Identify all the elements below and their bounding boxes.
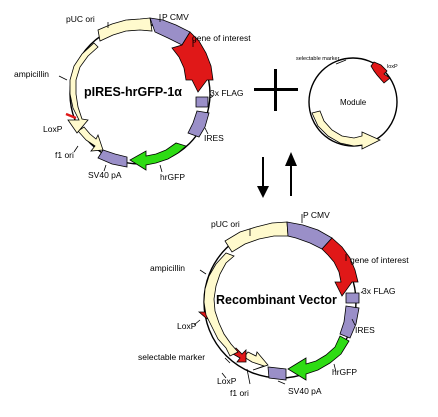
top-label-tick <box>209 95 214 99</box>
top-pcmv-segment <box>149 17 191 46</box>
top-hrgfp-label: hrGFP <box>160 172 185 182</box>
bottom-gene-of-interest-arrow <box>321 237 359 297</box>
bottom-label-tick <box>246 368 251 385</box>
top-gene-of-interest-label: gene of interest <box>192 33 251 43</box>
bottom-plasmid: pUC ori P CMV gene of interest 3x FLAG I… <box>138 210 409 398</box>
top-flag-label: 3x FLAG <box>210 88 244 98</box>
bottom-puc-ori-label: pUC ori <box>211 219 240 229</box>
top-f1-ori-arrow <box>77 126 104 152</box>
down-arrow <box>257 157 269 198</box>
module-loxp-label: loxP <box>387 64 398 70</box>
bottom-f1-ori-label: f1 ori <box>230 388 249 398</box>
bottom-sv40-segment <box>267 366 287 381</box>
top-label-tick <box>73 145 79 153</box>
plus-sign <box>254 69 298 111</box>
bottom-hrgfp-arrow <box>287 335 350 381</box>
top-puc-ori-segment <box>97 17 153 42</box>
bottom-selectable-marker-label: selectable marker <box>138 352 205 362</box>
top-ires-label: IRES <box>204 133 224 143</box>
bottom-loxp-lower-label: LoxP <box>217 376 237 386</box>
bottom-label-tick <box>221 372 227 379</box>
module-label-tick <box>335 59 347 65</box>
bottom-hrgfp-label: hrGFP <box>332 367 357 377</box>
bottom-f1-ori-arrow <box>243 351 269 371</box>
top-ampicillin-label: ampicillin <box>14 69 49 79</box>
up-arrow <box>285 152 297 196</box>
bottom-label-tick <box>193 319 201 326</box>
bottom-loxp-upper-label: LoxP <box>177 321 197 331</box>
top-label-tick <box>204 127 209 135</box>
bottom-plasmid-title: Recombinant Vector <box>216 293 337 307</box>
top-loxp-label: LoxP <box>43 124 63 134</box>
top-f1-ori-label: f1 ori <box>55 150 74 160</box>
top-sv40-label: SV40 pA <box>88 170 122 180</box>
bottom-ampicillin-arrow <box>203 252 239 357</box>
top-plasmid-title: pIRES-hrGFP-1α <box>84 85 182 99</box>
top-label-tick <box>159 164 163 173</box>
module-selectable-marker-arrow <box>370 61 391 84</box>
bottom-gene-of-interest-label: gene of interest <box>350 255 409 265</box>
bottom-label-tick <box>224 357 231 364</box>
top-hrgfp-arrow <box>129 142 187 171</box>
top-sv40-segment <box>97 149 128 168</box>
bottom-label-tick <box>360 290 364 294</box>
module-label: Module <box>340 98 367 107</box>
module-selectable-marker-label: selectable marker <box>296 56 340 62</box>
bottom-puc-ori-segment <box>224 221 289 253</box>
top-flag-segment <box>195 96 209 108</box>
top-loxp-marker <box>65 112 77 120</box>
bottom-ires-segment <box>339 305 360 339</box>
top-label-tick <box>103 164 107 172</box>
bottom-ires-label: IRES <box>355 325 375 335</box>
top-label-tick <box>58 75 68 81</box>
bottom-sv40-label: SV40 pA <box>288 386 322 396</box>
top-ampicillin-arrow <box>67 42 99 134</box>
top-gene-of-interest-arrow <box>171 31 214 93</box>
top-plasmid: pUC ori P CMV gene of interest 3x FLAG I… <box>14 12 251 182</box>
bottom-label-tick <box>351 318 356 326</box>
bottom-flag-segment <box>345 292 360 304</box>
bottom-label-tick <box>199 269 207 275</box>
top-ires-segment <box>187 110 210 138</box>
bottom-ampicillin-label: ampicillin <box>150 263 185 273</box>
module-arrow <box>311 110 381 150</box>
bottom-pcmv-label: P CMV <box>303 210 330 220</box>
bottom-label-tick <box>333 363 337 373</box>
reaction-arrows <box>257 152 297 198</box>
module-plasmid: selectable marker loxP Module <box>296 56 398 150</box>
bottom-flag-label: 3x FLAG <box>362 286 396 296</box>
top-pcmv-label: P CMV <box>162 12 189 22</box>
top-puc-ori-label: pUC ori <box>66 14 95 24</box>
bottom-label-tick <box>277 380 286 385</box>
